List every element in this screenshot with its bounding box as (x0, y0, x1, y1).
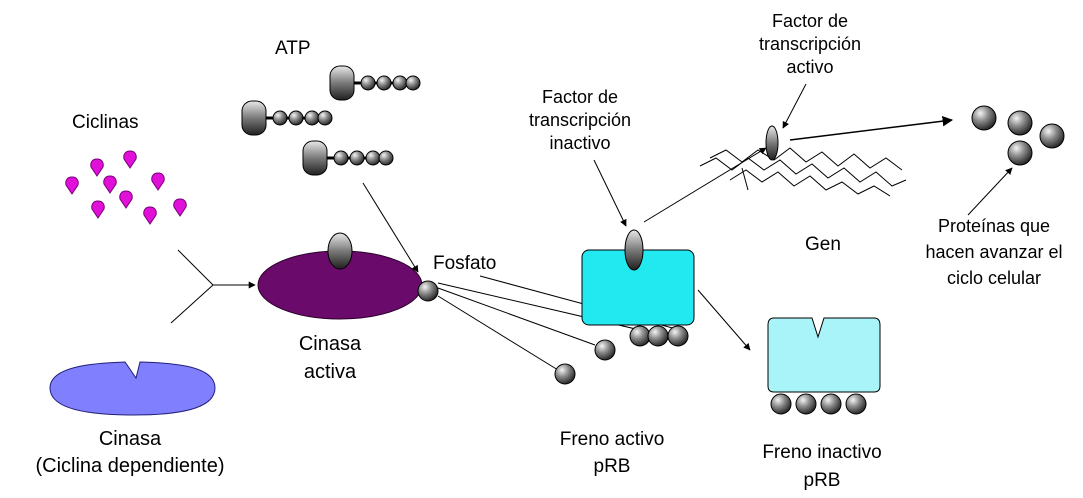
factor-inactivo-pointer (593, 159, 627, 227)
cinasa-label-1: Cinasa (99, 428, 162, 450)
atp-molecule (302, 140, 394, 176)
proteinas-label-2: hacen avanzar el (925, 242, 1062, 262)
factor-activo-label-3: activo (786, 57, 833, 77)
expression-arrow (789, 115, 954, 141)
gen-label: Gen (805, 234, 841, 255)
cinasa-label-2: (Ciclina dependiente) (35, 455, 224, 477)
proteinas-label-3: ciclo celular (947, 268, 1041, 288)
factor-activo-pointer (782, 83, 807, 129)
phosphate-bound (417, 280, 439, 302)
freno-activo-label-1: Freno activo (560, 429, 665, 450)
released-phosphates (770, 393, 867, 415)
freno-activo-label-2: pRB (594, 456, 631, 477)
phosphate-free (594, 339, 616, 361)
factor-inactivo-label-3: inactivo (549, 133, 610, 153)
ciclinas-label: Ciclinas (72, 112, 139, 133)
factor-inactivo-label-2: transcripción (529, 110, 631, 130)
phosphate-free (554, 363, 576, 385)
atp-molecule (329, 65, 421, 101)
binding-arrows (170, 249, 256, 324)
prb-phosphates (629, 325, 689, 347)
proteinas-label-1: Proteínas que (938, 216, 1050, 236)
atp-label: ATP (275, 38, 311, 59)
prb-inactive (767, 317, 881, 393)
factor-activo-label-1: Factor de (772, 11, 848, 31)
cinasa-enzyme (49, 361, 216, 416)
fosfato-label: Fosfato (433, 253, 496, 274)
cyclin-bound (327, 232, 353, 270)
atp-molecule (241, 100, 333, 136)
factor-inactivo-label-1: Factor de (542, 87, 618, 107)
gene-dna (699, 147, 907, 197)
cinasa-activa-label-2: activa (304, 361, 357, 383)
factor-activo-label-2: transcripción (759, 34, 861, 54)
transcription-factor-active (765, 125, 779, 161)
factor-release-arrow (643, 147, 767, 223)
cyclin-molecules (65, 150, 187, 225)
cell-cycle-proteins (971, 105, 1065, 166)
prb-transition-arrow (697, 289, 751, 351)
transcription-factor-inactive (624, 229, 644, 271)
atp-arrow (362, 182, 419, 273)
cinasa-activa-label-1: Cinasa (299, 333, 362, 355)
freno-inactivo-label-1: Freno inactivo (762, 442, 881, 463)
proteins-pointer (967, 167, 1013, 216)
freno-inactivo-label-2: pRB (804, 470, 841, 491)
